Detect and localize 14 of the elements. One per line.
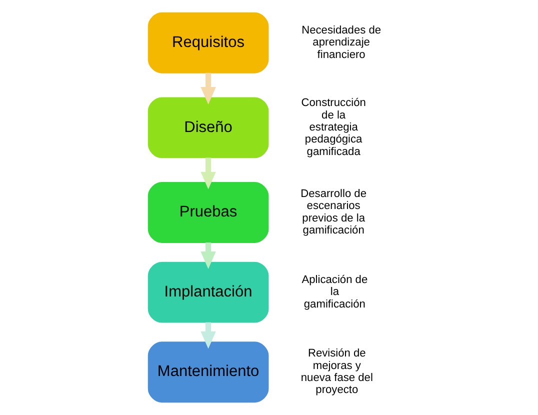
node-box: Implantación bbox=[148, 262, 269, 323]
node-label: Necesidades de aprendizaje financiero bbox=[302, 24, 382, 61]
node-label: Aplicación de la gamificación bbox=[302, 274, 368, 310]
arrow bbox=[200, 158, 216, 190]
arrow bbox=[200, 72, 216, 104]
node-box: Mantenimiento bbox=[148, 342, 269, 403]
node-box: Requisitos bbox=[148, 12, 269, 74]
arrow bbox=[200, 242, 216, 269]
node-label: Revisión de mejoras y nueva fase del proyecto bbox=[300, 348, 373, 396]
node-box: Pruebas bbox=[148, 182, 269, 243]
node-label: Desarrollo de escenarios previos de la gamificación bbox=[300, 188, 367, 237]
arrow bbox=[200, 322, 216, 349]
node-label: Construcción de la estrategia pedagógica gamificada bbox=[301, 97, 366, 158]
node-box: Diseño bbox=[148, 97, 269, 158]
